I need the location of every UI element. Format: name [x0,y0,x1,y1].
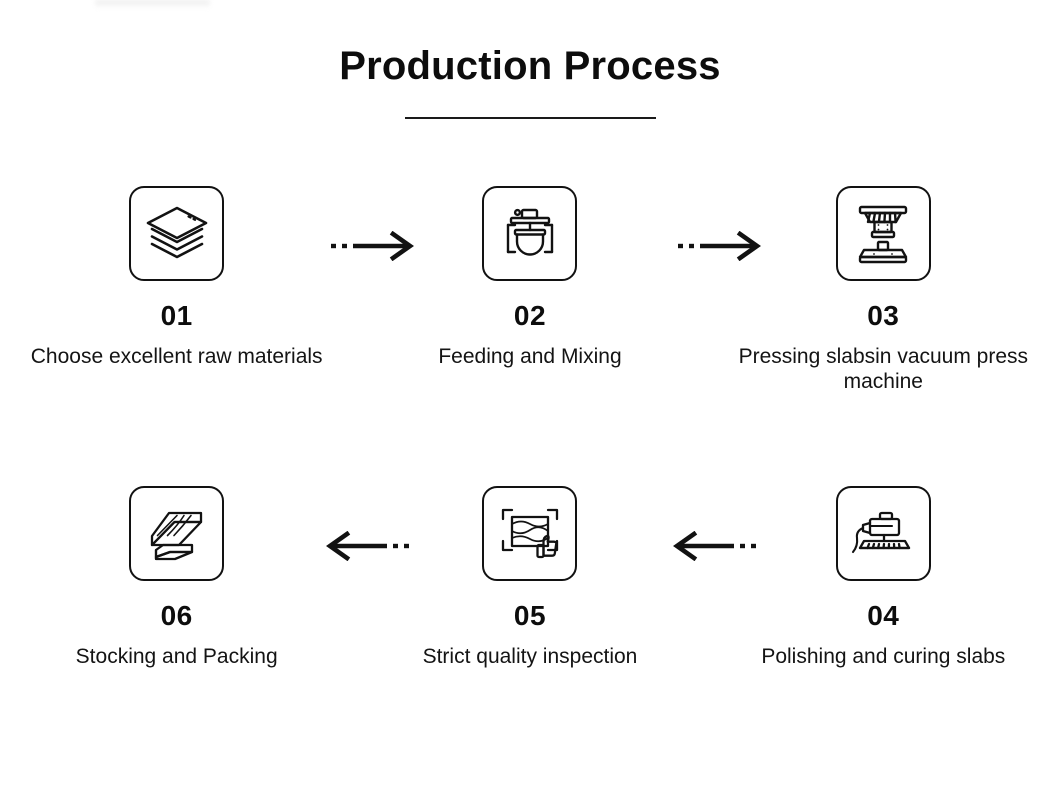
arrow-left-step5-to-step6 [325,531,411,561]
step-card-01[interactable]: 01 Choose excellent raw materials [0,186,353,436]
step-05-icon-box [482,486,578,581]
steps-row-bottom: 06 Stocking and Packing [0,486,1060,736]
step-card-04[interactable]: 04 Polishing and curing slabs [707,486,1060,736]
vacuum-press-machine-icon [852,202,914,266]
steps-row-top: 01 Choose excellent raw materials [0,186,1060,436]
arrow-right-step2-to-step3 [676,231,762,261]
step-02-number: 02 [513,300,547,331]
step-05-number: 05 [513,600,547,631]
arrow-left-step4-to-step5 [672,531,758,561]
scan-artifact [95,0,210,9]
mixer-machine-icon [498,203,562,265]
step-02-icon-box [482,186,578,281]
step-01-number: 01 [160,300,193,331]
step-06-icon-box [129,486,225,581]
step-03-label: Pressing slabsin vacuum press machine [738,345,1029,394]
step-card-06[interactable]: 06 Stocking and Packing [0,486,353,736]
step-03-number: 03 [867,300,900,331]
step-card-05[interactable]: 05 Strict quality inspection [353,486,706,736]
step-06-label: Stocking and Packing [75,645,278,668]
step-02-label: Feeding and Mixing [438,345,622,368]
step-04-icon-box [835,486,931,581]
step-01-icon-box [129,186,225,281]
stacked-layers-icon [144,204,210,264]
polishing-machine-icon [849,504,917,564]
arrow-right-step1-to-step2 [329,231,415,261]
step-card-03[interactable]: 03 Pressing slabsin vacuum press machine [707,186,1060,436]
step-05-label: Strict quality inspection [422,645,638,668]
page-title: Production Process [339,44,721,88]
stacked-slabs-icon [143,503,211,565]
step-03-icon-box [835,186,931,281]
step-card-02[interactable]: 02 Feeding and Mixing [353,186,706,436]
title-underline-rule [404,117,656,119]
header: Production Process [0,44,1060,119]
quality-inspection-thumbs-up-icon [498,503,562,565]
step-01-label: Choose excellent raw materials [30,345,323,368]
step-04-number: 04 [867,600,900,631]
step-06-number: 06 [160,600,193,631]
step-04-label: Polishing and curing slabs [761,645,1006,668]
